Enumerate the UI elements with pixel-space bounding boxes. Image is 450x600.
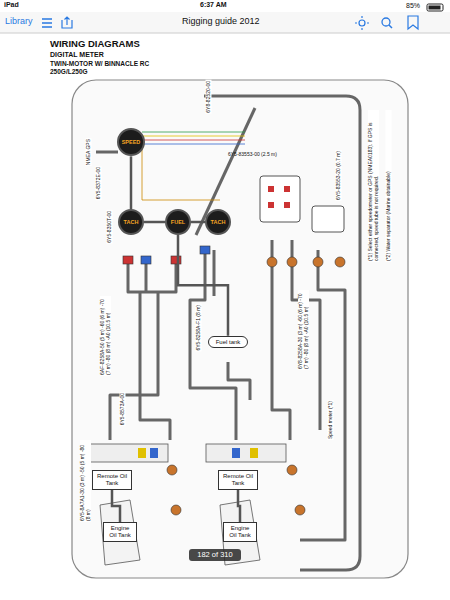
document-title: Rigging guide 2012 [182, 17, 260, 27]
part-number: 6Y5-8573A-00 [120, 392, 126, 426]
signal-cable [196, 108, 255, 235]
cable-group [96, 96, 360, 570]
toolbar-button: Library [5, 17, 33, 27]
status-bar [0, 0, 450, 12]
round-connector [287, 257, 297, 267]
search-handle [389, 25, 392, 28]
node-text: FUEL [171, 219, 185, 225]
engine-connector [150, 448, 240, 458]
cable-connector [144, 221, 165, 224]
engine-cable [213, 250, 216, 296]
part-number: 6Y5-8A7A1-30 (3 m) -50 (5 m) -80 (8 m) [80, 440, 91, 522]
signal-wire [142, 148, 220, 200]
engine-cable [110, 292, 158, 440]
hull-outline [72, 80, 408, 578]
part-number: 6AF-8258A-50 (5 m) -60 (6 m) -70 (7 m) -… [100, 296, 111, 376]
round-connector [267, 257, 277, 267]
fuel-line [228, 362, 250, 400]
footnote: (*2) Water separator (Marine obtainable) [386, 110, 392, 262]
oil-tank-box: Remote Oil Tank [218, 470, 258, 489]
node-text: TACH [211, 219, 226, 225]
signal-wire [142, 140, 245, 141]
engine-connector [138, 448, 258, 458]
connector [141, 256, 151, 264]
model-label: 250G/L250G [50, 68, 88, 75]
part-number: 6Y5-8372E-00 [96, 166, 102, 200]
round-connector [335, 257, 345, 267]
node-text: Engine Oil Tank [227, 525, 253, 538]
toolbar [0, 12, 450, 33]
battery-level [429, 6, 441, 10]
share-icon [62, 17, 72, 28]
gauge-dial: FUEL [165, 209, 191, 235]
node-text: TACH [124, 219, 139, 225]
part-number: 6Y5-83553-20 (0.7 m) [336, 150, 342, 201]
gps-label: NMEA GPS [86, 138, 92, 166]
round-connector [167, 465, 177, 475]
part-number: 6Y8-82520-00 [206, 80, 212, 114]
node-text: Engine Oil Tank [107, 525, 133, 538]
connector-group [88, 176, 345, 565]
node-text: Remote Oil Tank [96, 473, 128, 486]
part-number: 6Y8-8258A-30 (3 m) -60 (6 m) -70 (7 m) -… [298, 290, 309, 370]
round-connector [313, 257, 323, 267]
remote-control-box [312, 206, 344, 232]
status-battery: 85% [406, 2, 420, 10]
cable-connector [178, 235, 228, 336]
status-time: 6:37 AM [200, 1, 227, 9]
toolbar-border [0, 33, 450, 34]
oil-tank-box: Remote Oil Tank [92, 470, 132, 489]
part-label: Speed meter (*1) [328, 400, 334, 440]
key-switch-panel [260, 176, 300, 222]
connector [200, 246, 210, 254]
part-number: 6Y5-8350T-00 [107, 210, 113, 244]
gauge-dial: TACH [118, 209, 144, 235]
cable-connector [191, 221, 205, 224]
connector [171, 256, 181, 264]
gauge-dial: TACH [205, 209, 231, 235]
bookmark-icon [408, 16, 418, 29]
brightness-rays [355, 16, 369, 30]
engine-harness [206, 444, 286, 462]
oil-tank-box: Engine Oil Tank [223, 522, 257, 541]
connector [123, 256, 133, 264]
gauge-harness [145, 262, 148, 292]
subtitle: DIGITAL METER [50, 51, 104, 59]
signal-wire [142, 144, 245, 145]
brightness-icon [359, 20, 365, 26]
diagram-title: WIRING DIAGRAMS [50, 39, 140, 49]
cable-connector [130, 156, 133, 209]
subtitle: TWIN-MOTOR W/ BINNACLE RC [50, 60, 149, 67]
cable-connector [238, 490, 240, 523]
signal-wire [142, 136, 245, 137]
round-connector [295, 505, 305, 515]
engine-cable [292, 240, 320, 430]
engine-cable [140, 292, 170, 440]
part-number: 6Y5-83553-00 (2.5 m) [228, 152, 277, 158]
page-indicator: 182 of 310 [189, 549, 240, 561]
node-text: SPEED [122, 139, 141, 145]
part-number: 6Y5-8258A-F1 (8 m) [196, 304, 202, 352]
engine-cable [272, 240, 290, 440]
round-connector [287, 465, 297, 475]
round-connector [171, 505, 181, 515]
search-icon [382, 18, 390, 26]
fuel-tank: Fuel tank [208, 336, 248, 349]
cable-connector [112, 490, 120, 523]
footnote: (*1) Select either speedometer or GPS (N… [368, 110, 379, 262]
signal-wires [142, 132, 245, 200]
gauge-harness [128, 262, 176, 292]
status-text: iPad [4, 1, 19, 9]
oil-tank-box: Engine Oil Tank [103, 522, 137, 541]
switch-terminals [268, 186, 290, 208]
list-icon [42, 19, 52, 27]
gps-cable [96, 151, 118, 154]
node-text: Remote Oil Tank [222, 473, 254, 486]
signal-wire [142, 132, 245, 133]
node-text: Fuel tank [212, 339, 244, 346]
battery-icon [427, 4, 443, 11]
